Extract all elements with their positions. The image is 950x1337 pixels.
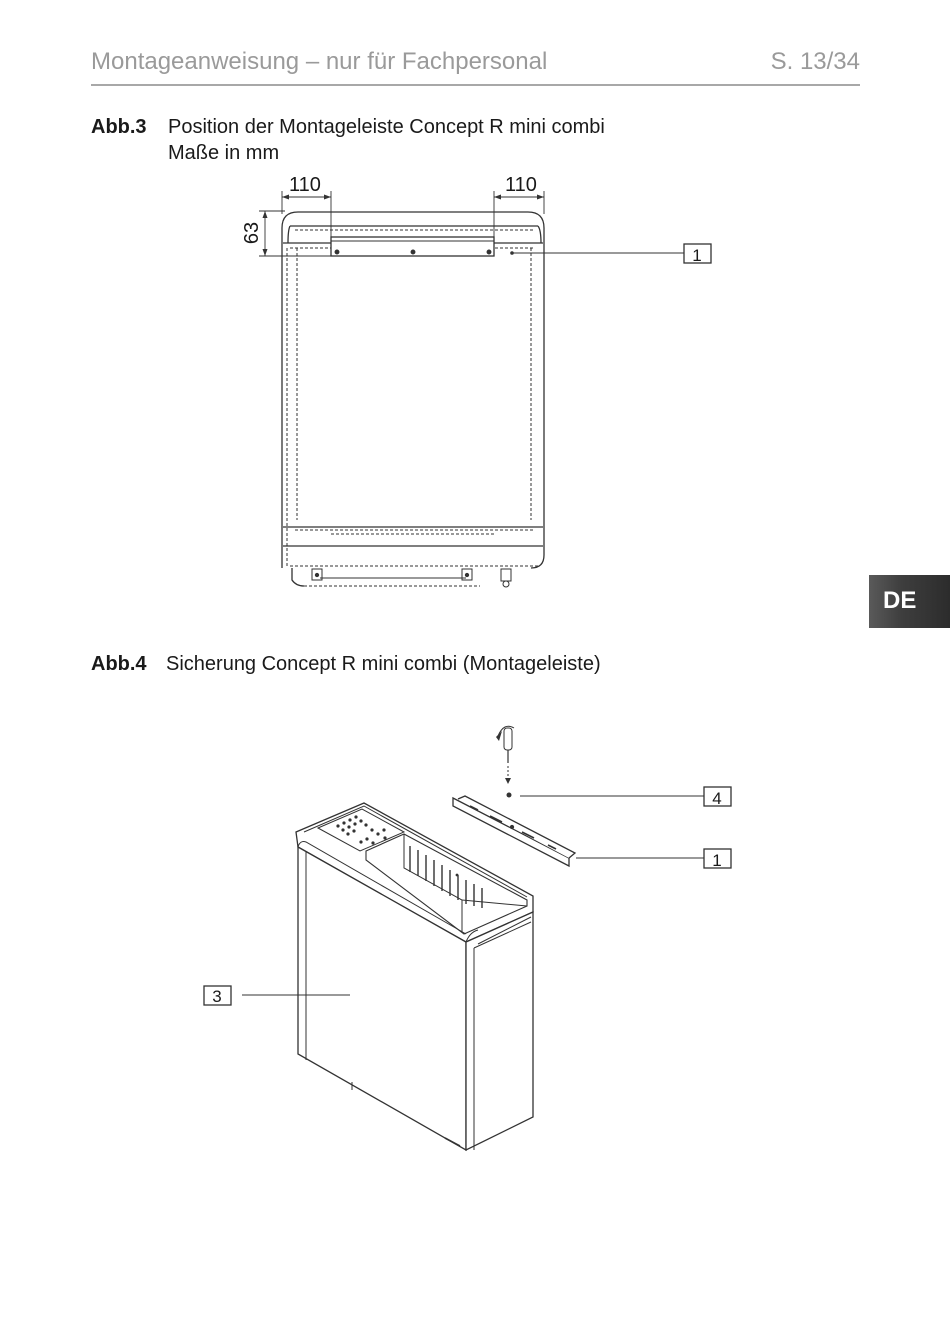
- figure-4-drawing: [203, 725, 732, 1152]
- dimension-left-110: 110: [289, 174, 321, 196]
- figure-4-callout-3: 3: [212, 987, 221, 1006]
- figure-4-caption: Sicherung Concept R mini combi (Montagel…: [166, 653, 601, 675]
- dimension-right-110: 110: [505, 174, 537, 196]
- figure-3-caption: Position der Montageleiste Concept R min…: [168, 116, 605, 138]
- page-header-title: Montageanweisung – nur für Fachpersonal: [91, 48, 548, 75]
- figure-4-callout-1: 1: [712, 851, 721, 870]
- figure-3-units: Maße in mm: [168, 142, 280, 164]
- language-tab: DE: [869, 575, 950, 628]
- figure-4-label: Abb.4: [91, 653, 147, 675]
- figure-3-drawing: [259, 191, 712, 588]
- language-tab-label: DE: [883, 587, 917, 614]
- figure-3-callout-1: 1: [692, 246, 701, 265]
- figure-3-label: Abb.3: [91, 116, 147, 138]
- header-divider: [91, 84, 860, 86]
- figure-4-callout-4: 4: [712, 789, 721, 808]
- page-number: S. 13/34: [770, 48, 860, 75]
- dimension-height-63: 63: [241, 222, 263, 244]
